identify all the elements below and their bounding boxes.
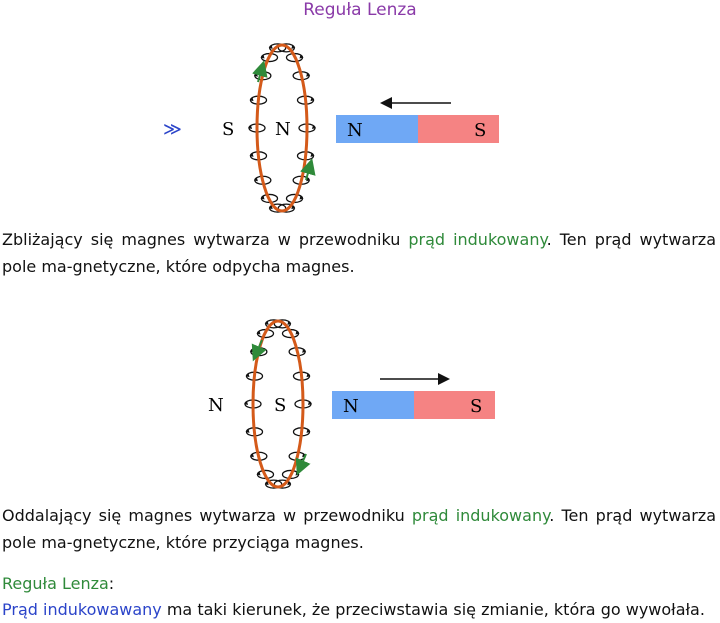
field-arrow-icon: [310, 97, 315, 102]
magnet-north-label: N: [347, 120, 363, 141]
magnet-north-label: N: [343, 396, 359, 417]
field-arrow-icon: [249, 97, 254, 102]
diagram-receding-magnet: N S N S: [208, 319, 495, 489]
lenz-rule-heading: Reguła Lenza:: [2, 574, 115, 593]
field-arrow-icon: [256, 471, 261, 476]
magnet-south-half: [418, 115, 499, 143]
field-arrow-icon: [308, 401, 312, 405]
coil-left-pole: S: [222, 119, 234, 140]
nav-forward-icon[interactable]: ≫: [163, 119, 182, 140]
current-arrow-icon: [251, 339, 267, 362]
magnet-south-label: S: [470, 396, 482, 417]
field-arrow-icon: [268, 44, 273, 49]
current-arrow-icon: [252, 60, 268, 83]
field-arrow-icon: [312, 125, 316, 129]
magnet-north-half: [332, 391, 414, 419]
field-arrow-icon: [299, 195, 304, 200]
lenz-rule-statement: Prąd indukowawany ma taki kierunek, że p…: [2, 600, 705, 619]
field-arrow-icon: [249, 152, 254, 157]
coil-loop: [251, 319, 305, 489]
field-arrow-icon: [306, 373, 311, 378]
field-arrow-icon: [291, 44, 296, 49]
field-loops-left: [248, 43, 287, 213]
field-arrow-icon: [260, 54, 265, 59]
coil-loop: [255, 43, 309, 213]
coil-right-pole: N: [275, 119, 291, 140]
field-arrow-icon: [299, 54, 304, 59]
field-arrow-icon: [310, 152, 315, 157]
field-arrow-icon: [306, 428, 311, 433]
current-arrow-icon: [300, 158, 316, 181]
coil-left-pole: N: [208, 395, 224, 416]
field-arrow-icon: [260, 195, 265, 200]
magnet-north-half: [336, 115, 418, 143]
field-arrow-icon: [248, 125, 252, 129]
field-arrow-icon: [306, 72, 311, 77]
magnet-south-half: [414, 391, 495, 419]
diagram-approaching-magnet: ≫ S N N S: [163, 43, 499, 213]
page-title: Reguła Lenza: [303, 0, 417, 20]
magnet-south-label: S: [474, 120, 486, 141]
field-arrow-icon: [295, 330, 300, 335]
field-arrow-icon: [256, 330, 261, 335]
current-arrow-icon: [295, 453, 311, 476]
description-approaching: Zbliżający się magnes wytwarza w przewod…: [2, 230, 716, 276]
description-receding: Oddalający się magnes wytwarza w przewod…: [2, 506, 716, 552]
coil-right-pole: S: [274, 395, 286, 416]
field-arrow-icon: [245, 428, 250, 433]
field-arrow-icon: [253, 177, 258, 182]
field-arrow-icon: [244, 401, 248, 405]
field-arrow-icon: [287, 320, 292, 325]
field-arrow-icon: [264, 320, 269, 325]
field-arrow-icon: [302, 348, 307, 353]
field-arrow-icon: [245, 373, 250, 378]
field-arrow-icon: [249, 453, 254, 458]
